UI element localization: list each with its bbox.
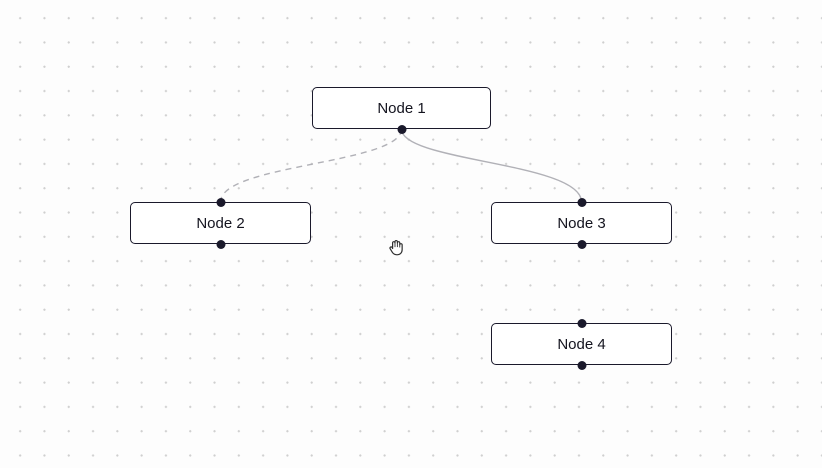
- node-label: Node 3: [557, 214, 606, 232]
- node-handle-top[interactable]: [577, 197, 586, 207]
- node-label: Node 4: [557, 335, 606, 353]
- node-handle-bottom[interactable]: [577, 360, 586, 370]
- flow-node-1[interactable]: Node 1: [312, 87, 491, 134]
- node-handle-bottom[interactable]: [397, 124, 406, 134]
- flow-node-2[interactable]: Node 2: [130, 197, 311, 249]
- flow-node-3[interactable]: Node 3: [491, 197, 672, 249]
- node-handle-bottom[interactable]: [577, 239, 586, 249]
- node-handle-bottom[interactable]: [216, 239, 225, 249]
- flow-node-4[interactable]: Node 4: [491, 318, 672, 370]
- edge-node1-node3[interactable]: [400, 128, 583, 203]
- edge-node1-node2[interactable]: [219, 128, 403, 203]
- node-handle-top[interactable]: [577, 318, 586, 328]
- node-label: Node 1: [377, 99, 426, 117]
- grab-cursor-icon: [385, 237, 407, 264]
- node-handle-top[interactable]: [216, 197, 225, 207]
- node-label: Node 2: [196, 214, 245, 232]
